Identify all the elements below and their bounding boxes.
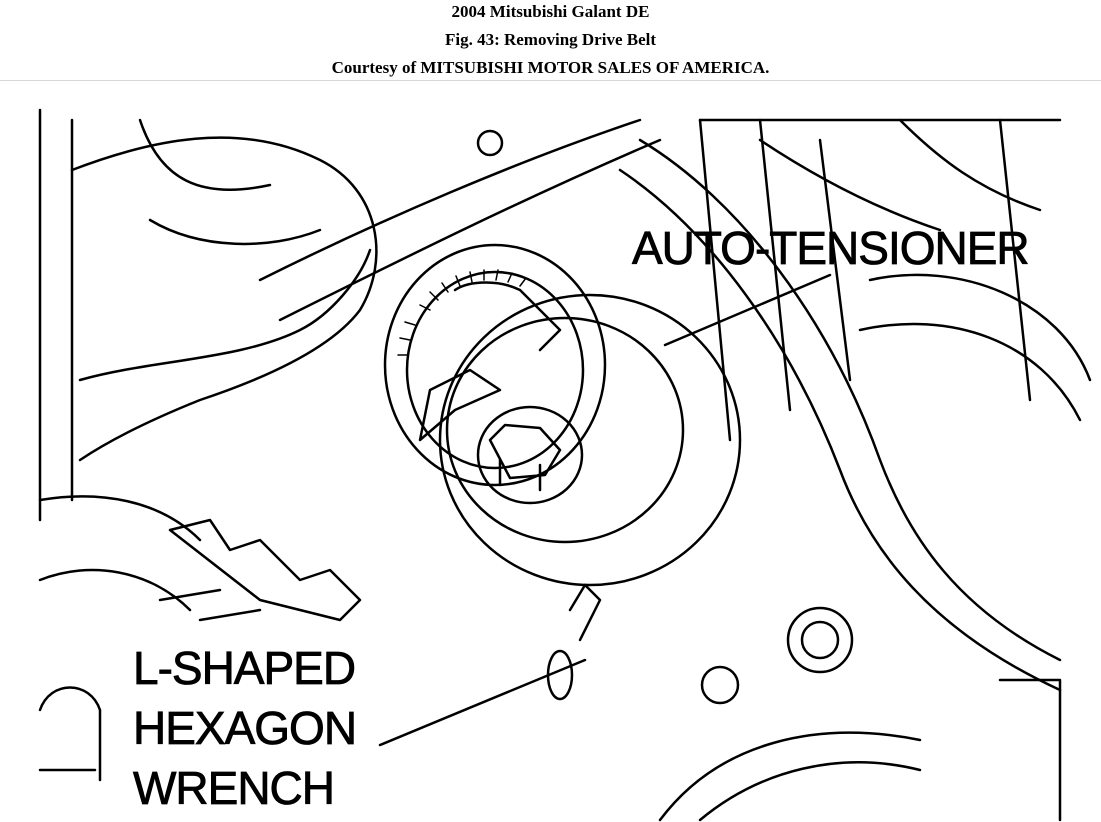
wrench-tip: [568, 583, 602, 642]
document-title: 2004 Mitsubishi Galant DE: [451, 2, 650, 21]
connector-lines: [158, 588, 262, 622]
lower-left-bracket: [38, 495, 202, 612]
tensioner-bracket: [418, 368, 502, 442]
wrench-label-line1: L-SHAPED: [133, 642, 357, 695]
bracket-arm: [453, 281, 562, 352]
center-bolt: [488, 423, 562, 480]
figure-caption: Fig. 43: Removing Drive Belt: [444, 30, 657, 49]
left-connector: [168, 518, 362, 622]
lower-right-bolt-core: [800, 620, 840, 660]
right-vertical-lines: [698, 118, 1032, 442]
drive-belt-illustration: AUTO-TENSIONER L-SHAPED HEXAGON WRENCH: [0, 80, 1101, 822]
idler-pulley-outer: [438, 293, 742, 587]
tensioner-serrations: [397, 269, 527, 356]
upper-left-housing: [70, 136, 378, 462]
frame-left: [38, 108, 74, 522]
right-pulley-arc: [858, 273, 1092, 422]
bolt-shaft: [498, 458, 542, 492]
mid-left-arm: [78, 248, 372, 382]
left-boss: [38, 686, 102, 782]
mounting-hole: [476, 129, 504, 157]
upper-bracket: [138, 118, 322, 246]
wrench-label-line2: HEXAGON: [133, 702, 358, 755]
drive-belt-inner: [618, 168, 1062, 692]
tensioner-outer-ring: [383, 243, 607, 487]
auto-tensioner-label: AUTO-TENSIONER: [632, 222, 1030, 275]
wrench-label-line3: WRENCH: [133, 762, 336, 815]
lower-right-bolt: [786, 606, 854, 674]
lower-right-arc: [658, 731, 922, 822]
figure-header: 2004 Mitsubishi Galant DE Fig. 43: Remov…: [0, 0, 1101, 81]
tensioner-inner-ring: [405, 270, 585, 470]
idler-pulley-mid: [445, 316, 685, 544]
diagonal-rail: [258, 118, 662, 322]
idler-pulley-hub: [476, 405, 584, 505]
wrench-leader: [378, 658, 587, 747]
small-bolt: [700, 665, 740, 705]
drive-belt-outer: [638, 138, 1062, 662]
courtesy-line: Courtesy of MITSUBISHI MOTOR SALES OF AM…: [331, 58, 770, 77]
lower-right-frame: [998, 678, 1062, 822]
engine-line-drawing: [38, 108, 1092, 822]
auto-tensioner-leader: [663, 273, 832, 347]
